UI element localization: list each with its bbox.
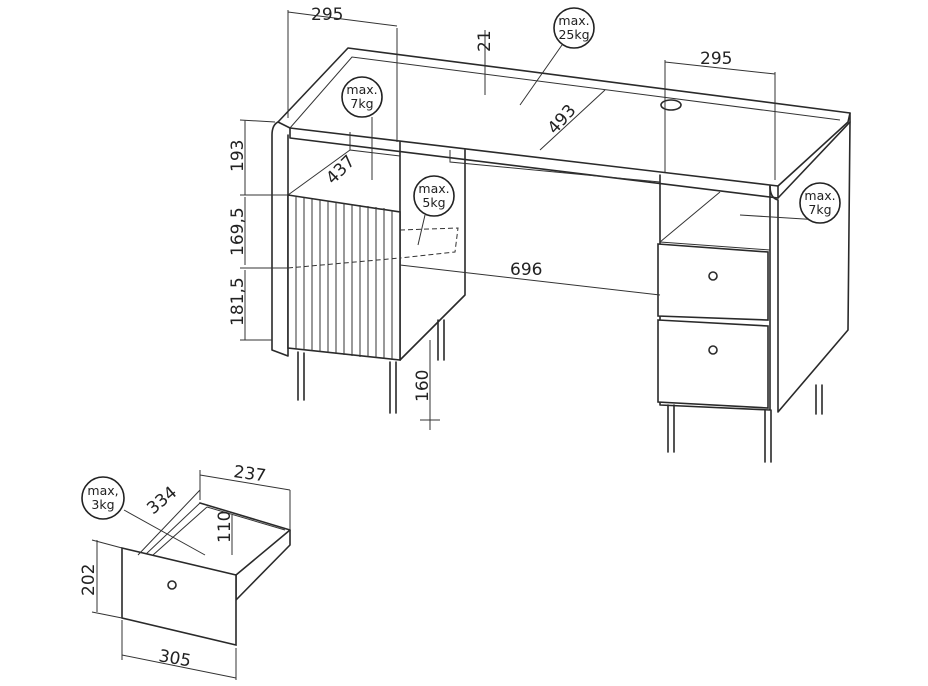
badge-left-shelf-load: max. 7kg <box>341 76 383 118</box>
dim-drawer-front-height: 202 <box>79 564 99 596</box>
dim-leg-height: 160 <box>413 370 433 402</box>
dim-right-pedestal-depth: 295 <box>700 49 732 69</box>
drawer-1-knob-icon <box>708 271 718 281</box>
dim-top-thickness: 21 <box>475 30 495 52</box>
dim-top-depth: 493 <box>544 101 581 138</box>
legs <box>297 319 823 463</box>
badge-inner-shelf-load: max. 5kg <box>413 175 455 217</box>
svg-text:max.: max. <box>558 13 589 28</box>
svg-text:max.: max. <box>804 188 835 203</box>
dim-drawer-depth: 334 <box>143 483 181 519</box>
drawer-1 <box>657 243 769 321</box>
cable-grommet-icon <box>660 99 682 111</box>
badge-right-shelf-load: max. 7kg <box>799 182 841 224</box>
svg-text:7kg: 7kg <box>350 96 373 111</box>
dim-drawer-width: 237 <box>232 462 267 486</box>
dim-shelf-depth: 437 <box>322 151 359 188</box>
dim-drawer-front-width: 305 <box>157 646 192 671</box>
badge-top-load: max. 25kg <box>553 7 595 49</box>
svg-text:max.: max. <box>346 82 377 97</box>
drawer-knob-icon <box>167 580 177 590</box>
desk-top <box>277 47 851 199</box>
svg-text:25kg: 25kg <box>558 27 589 42</box>
dim-knee-width: 696 <box>510 260 542 280</box>
left-side-panel <box>271 121 289 357</box>
svg-text:7kg: 7kg <box>808 202 831 217</box>
svg-text:3kg: 3kg <box>91 497 114 512</box>
dim-door-upper: 169,5 <box>228 207 248 256</box>
dim-door-lower: 181,5 <box>228 277 248 326</box>
badge-drawer-load: max, 3kg <box>81 476 125 520</box>
drawer-2 <box>657 319 769 409</box>
dim-shelf-height: 193 <box>228 140 248 172</box>
svg-text:max.: max. <box>418 181 449 196</box>
dim-drawer-inner-height: 110 <box>215 511 235 543</box>
drawer-detail <box>121 502 291 647</box>
slatted-door <box>295 197 393 360</box>
drawer-2-knob-icon <box>708 345 718 355</box>
right-pedestal <box>657 99 851 413</box>
svg-text:5kg: 5kg <box>422 195 445 210</box>
dimension-lines <box>91 10 821 680</box>
dim-top-left-depth: 295 <box>311 5 343 25</box>
svg-text:max,: max, <box>87 483 118 498</box>
left-pedestal <box>287 132 661 361</box>
